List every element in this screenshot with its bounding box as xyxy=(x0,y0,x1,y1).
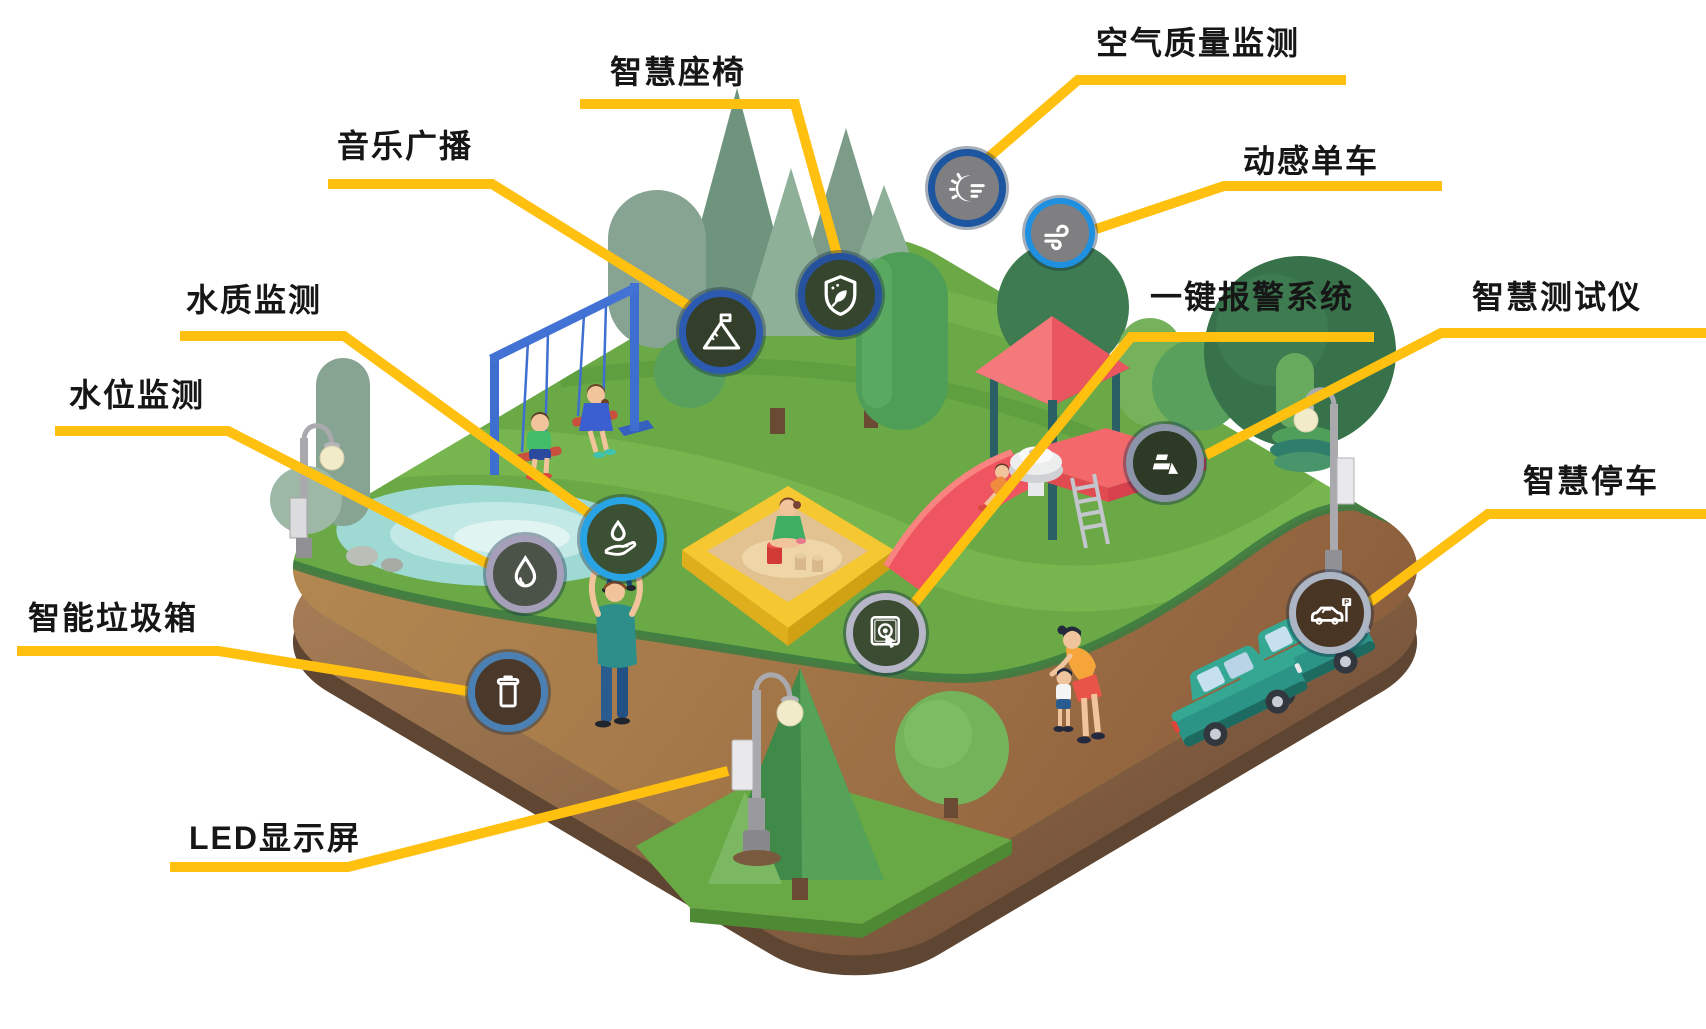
label-air-quality: 空气质量监测 xyxy=(1096,25,1301,61)
callout-line-music xyxy=(328,179,695,313)
callout-line-smart-seat xyxy=(580,99,843,260)
stones xyxy=(346,546,403,572)
touch-button-icon xyxy=(846,593,926,673)
sandbox xyxy=(682,486,894,646)
callout-line-air-quality xyxy=(985,75,1346,161)
trees-left xyxy=(270,358,370,534)
shield-leaf-icon xyxy=(798,253,882,337)
hand-drop-icon xyxy=(580,497,664,581)
callout-line-dynamic-bike xyxy=(1094,181,1442,234)
label-water-quality: 水质监测 xyxy=(186,282,323,318)
parked-car-front xyxy=(1171,645,1308,747)
label-smart-tester: 智慧测试仪 xyxy=(1472,279,1643,315)
label-water-level: 水位监测 xyxy=(69,377,206,413)
girl-in-sandbox xyxy=(770,497,806,548)
sun-moon-wind-icon xyxy=(928,149,1006,227)
led-display-panel xyxy=(731,739,754,791)
lamp-post-center-led xyxy=(731,672,804,866)
callout-line-smart-parking xyxy=(1367,509,1706,607)
label-music-broadcast: 音乐广播 xyxy=(337,128,474,164)
lamp-post-left xyxy=(289,423,345,558)
mountain-flag-icon xyxy=(679,290,763,374)
label-smart-seat: 智慧座椅 xyxy=(610,54,747,90)
wind-icon xyxy=(1025,198,1095,268)
trash-can-icon xyxy=(468,652,548,732)
label-alarm-system: 一键报警系统 xyxy=(1150,279,1355,315)
callout-line-smart-trash xyxy=(17,646,468,696)
water-drop-icon xyxy=(486,535,564,613)
parking-sign-letter: P xyxy=(1344,598,1349,607)
callout-line-water-level xyxy=(55,426,495,571)
label-led-screen: LED显示屏 xyxy=(189,820,362,856)
label-smart-trash: 智能垃圾箱 xyxy=(28,600,199,636)
ladder xyxy=(1070,473,1110,549)
callout-lines xyxy=(17,75,1706,872)
girl-on-swing xyxy=(579,384,616,458)
mother-and-kid xyxy=(1049,625,1105,744)
callout-line-led-screen xyxy=(170,766,730,872)
car-parking-icon: P xyxy=(1289,572,1371,654)
swing-set xyxy=(489,282,654,480)
callout-line-alarm xyxy=(908,332,1374,610)
callout-line-smart-tester xyxy=(1203,328,1706,460)
label-dynamic-bike: 动感单车 xyxy=(1243,143,1380,179)
bench-steps-icon xyxy=(1126,424,1204,502)
callout-line-water-quality xyxy=(180,331,601,525)
label-smart-parking: 智慧停车 xyxy=(1523,463,1660,499)
